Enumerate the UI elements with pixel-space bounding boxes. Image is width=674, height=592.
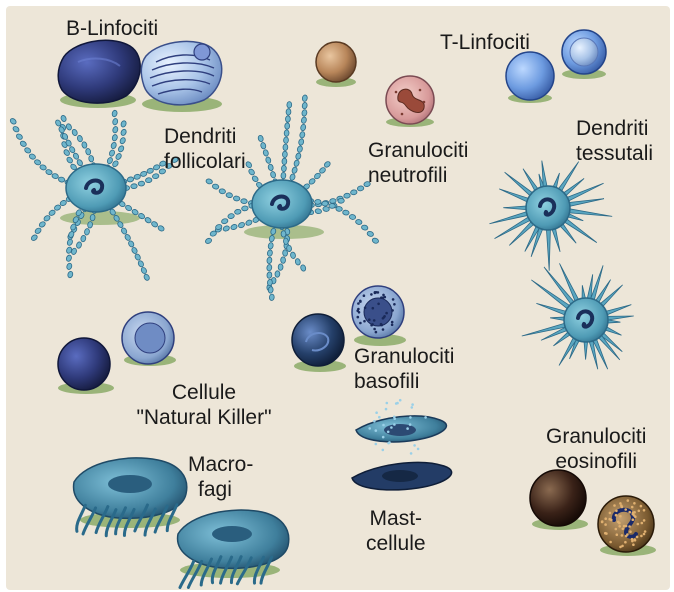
label-b-lymphocytes: B-Linfociti [66, 16, 158, 41]
label-tissue-dendritic: Dendriti tessutali [576, 116, 653, 166]
label-macrophages: Macro- fagi [188, 452, 253, 502]
label-mast-cells: Mast- cellule [366, 506, 426, 556]
label-eosinophil-granulocytes: Granulociti eosinofili [546, 424, 646, 474]
neutrophil-cell [386, 76, 434, 127]
monocyte-brown-cell [316, 42, 356, 87]
label-t-lymphocytes: T-Linfociti [440, 30, 530, 55]
label-follicular-dendritic: Dendriti follicolari [164, 124, 246, 174]
b-lymphocyte-dark [58, 40, 140, 103]
label-basophil-granulocytes: Granulociti basofili [354, 344, 454, 394]
label-natural-killer: Cellule "Natural Killer" [104, 380, 304, 430]
label-neutrophil-granulocytes: Granulociti neutrofili [368, 138, 468, 188]
